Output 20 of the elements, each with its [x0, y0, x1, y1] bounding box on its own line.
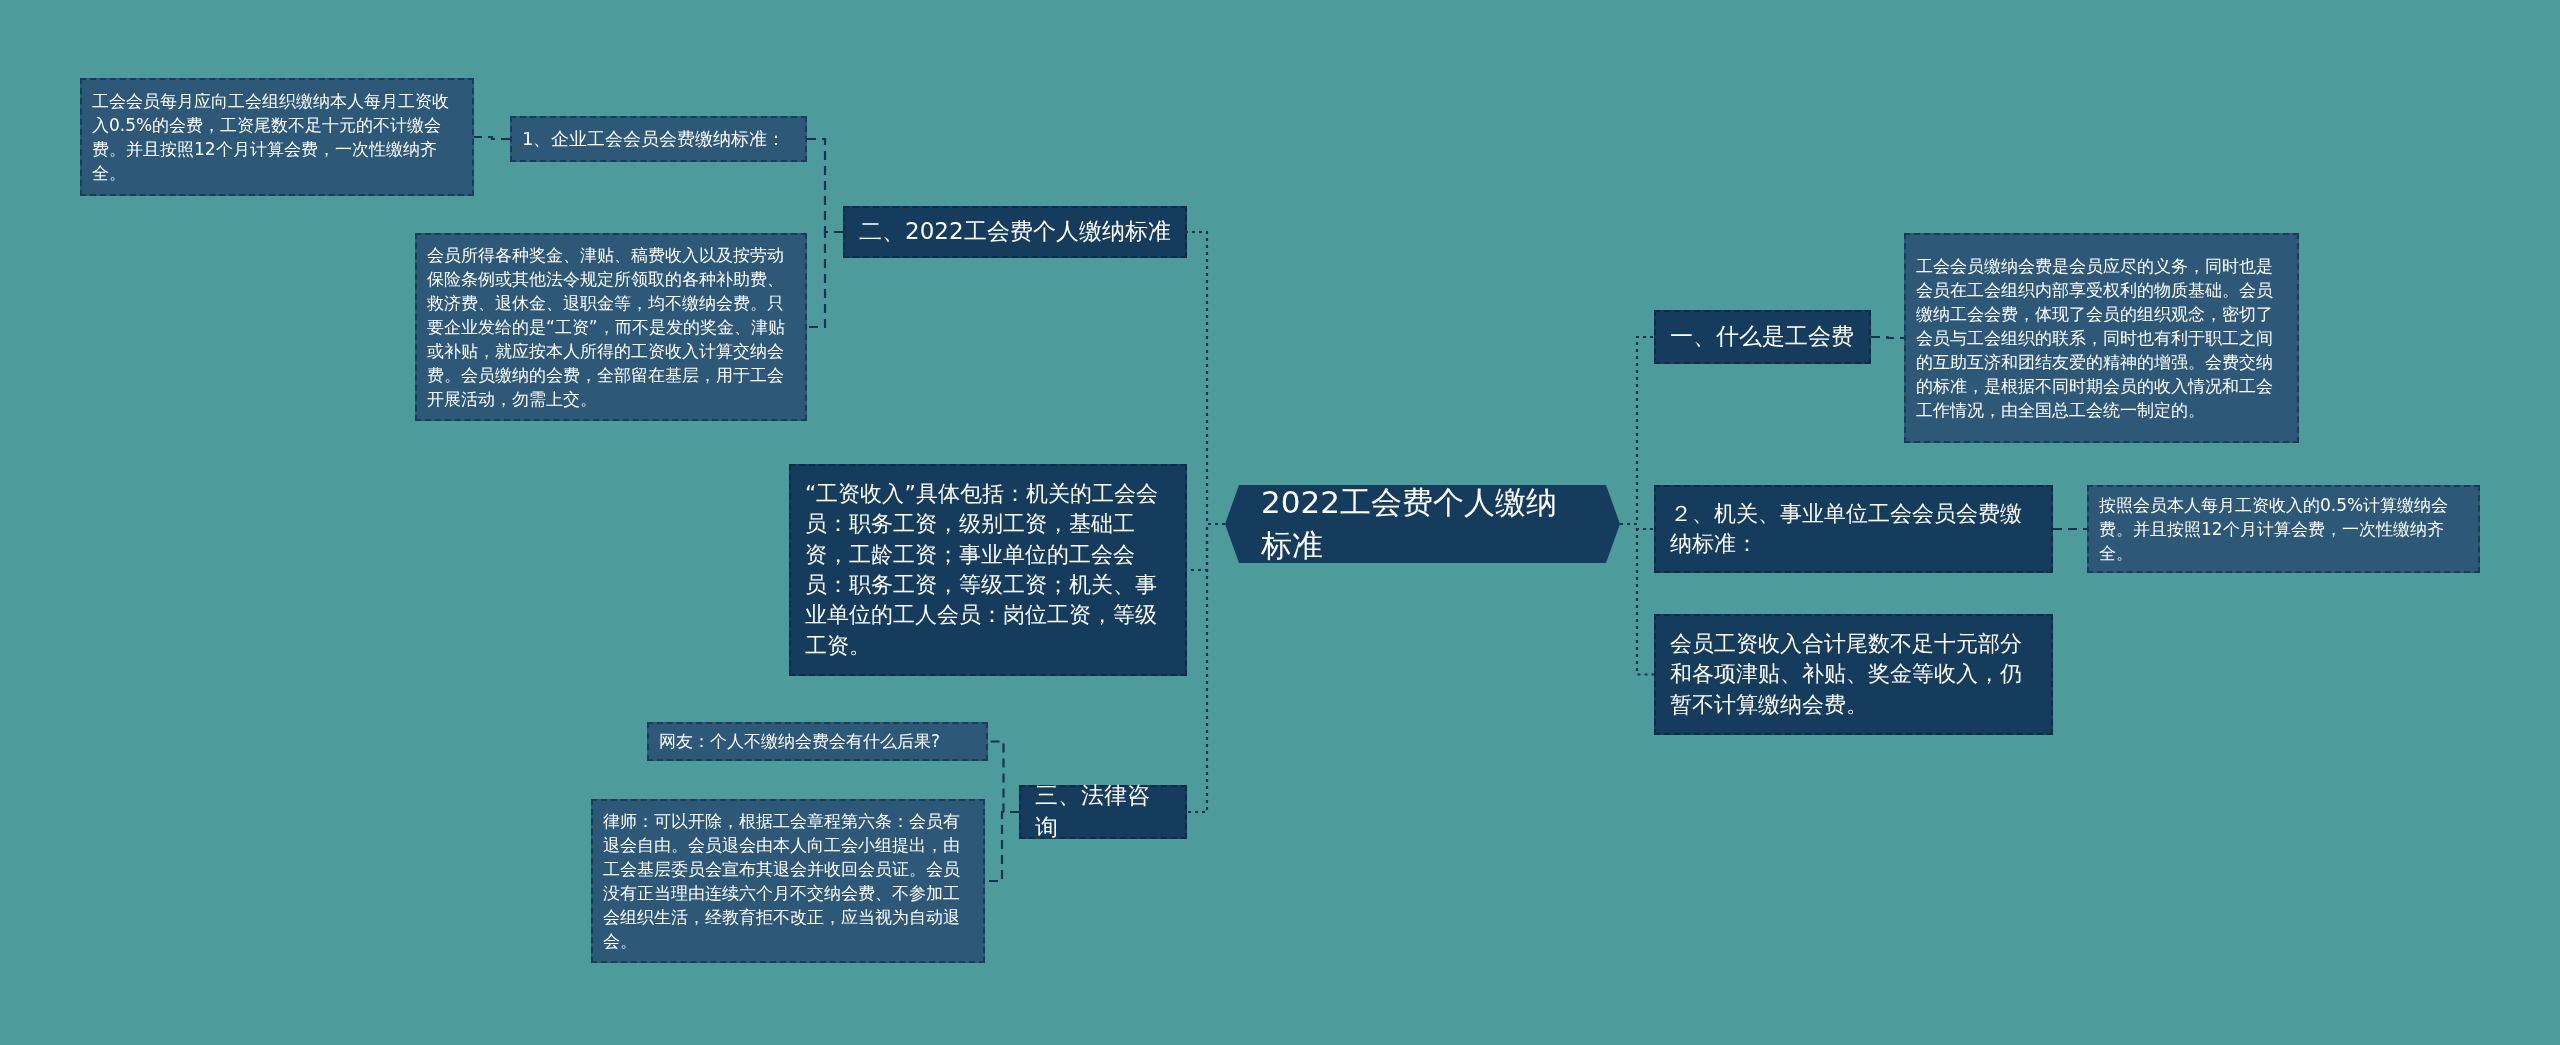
- topic-box: 会员工资收入合计尾数不足十元部分和各项津贴、补贴、奖金等收入，仍暂不计算缴纳会费。: [1654, 614, 2053, 735]
- note-box: 工会会员缴纳会费是会员应尽的义务，同时也是会员在工会组织内部享受权利的物质基础。会员缴纳工会会费，体现了会员的组织观念，密切了会员与工会组织的联系，同时也有利于职工之间的互助互济和团结友爱的精神的增强。会费交纳的标准，是根据不同时期会员的收入情况和工会工作情况，由全国总工会统一制定的。: [1904, 233, 2299, 443]
- topic-box: “工资收入”具体包括：机关的工会会员：职务工资，级别工资，基础工资，工龄工资；事业单位的工会会员：职务工资，等级工资；机关、事业单位的工人会员：岗位工资，等级工资。: [789, 464, 1187, 676]
- note-box: 网友：个人不缴纳会费会有什么后果?: [647, 722, 988, 761]
- connector-line: [474, 135, 510, 141]
- note-box: 按照会员本人每月工资收入的0.5%计算缴纳会费。并且按照12个月计算会费，一次性缴纳齐全。: [2087, 485, 2480, 573]
- note-box: 工会会员每月应向工会组织缴纳本人每月工资收入0.5%的会费，工资尾数不足十元的不计缴会费。并且按照12个月计算会费，一次性缴纳齐全。: [80, 78, 474, 196]
- topic-box: ２、机关、事业单位工会会员会费缴纳标准：: [1654, 485, 2053, 573]
- topic-box: 一、什么是工会费: [1654, 310, 1871, 364]
- note-box: 律师：可以开除，根据工会章程第六条：会员有退会自由。会员退会由本人向工会小组提出，由工会基层委员会宣布其退会并收回会员证。会员没有正当理由连续六个月不交纳会费、不参加工会组织生活，经教育拒不改正，应当视为自动退会。: [591, 799, 985, 963]
- note-box: 会员所得各种奖金、津贴、稿费收入以及按劳动保险条例或其他法令规定所领取的各种补助费、救济费、退休金、退职金等，均不缴纳会费。只要企业发给的是“工资”，而不是发的奖金、津贴或补贴，就应按本人所得的工资收入计算交纳会费。会员缴纳的会费，全部留在基层，用于工会开展活动，勿需上交。: [415, 233, 807, 421]
- connector-line: [1620, 522, 1654, 676]
- central-topic: 2022工会费个人缴纳标准: [1225, 485, 1620, 563]
- topic-box: 二、2022工会费个人缴纳标准: [843, 206, 1187, 258]
- connector-line: [1187, 522, 1225, 814]
- subtopic-box: 1、企业工会会员会费缴纳标准：: [510, 116, 807, 162]
- topic-box: 三、法律咨询: [1019, 785, 1187, 839]
- connector-line: [1871, 335, 1904, 340]
- connector-line: [807, 230, 843, 329]
- connector-line: [2053, 527, 2087, 531]
